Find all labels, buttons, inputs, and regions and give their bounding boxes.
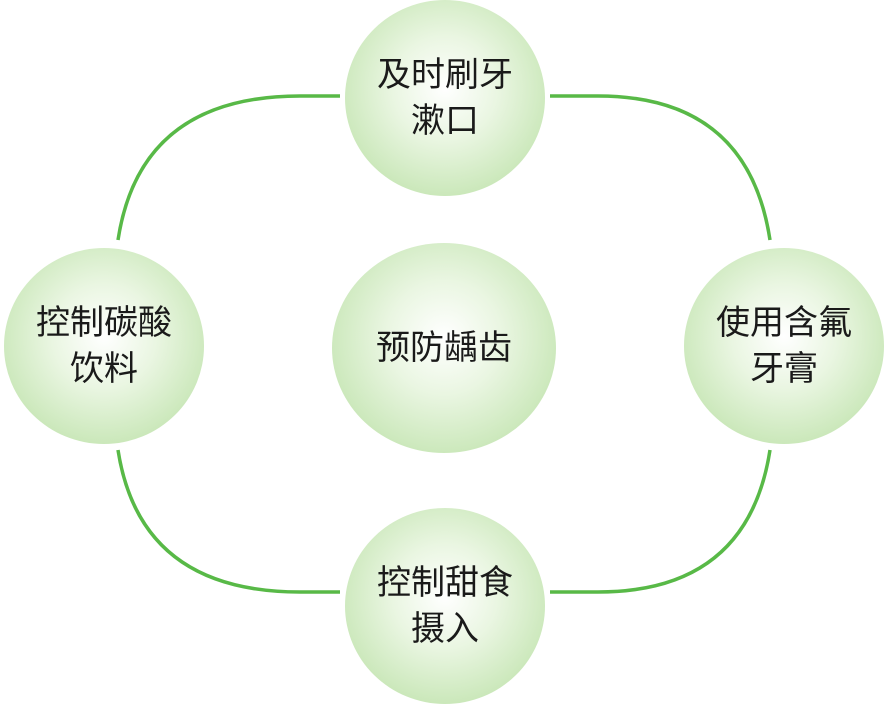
node-fluoride-toothpaste: 使用含氟牙膏: [684, 248, 884, 444]
node-limit-sweets: 控制甜食摄入: [345, 508, 545, 704]
node-fluoride-toothpaste-label: 使用含氟牙膏: [716, 303, 852, 389]
connector-top-right: [550, 94, 772, 241]
node-limit-sweets-label: 控制甜食摄入: [377, 563, 513, 649]
node-brush-teeth: 及时刷牙漱口: [345, 0, 545, 196]
connector-bottom-right: [550, 449, 772, 594]
node-center-prevent-cavities: 预防龋齿: [332, 243, 556, 453]
node-limit-soda-label: 控制碳酸饮料: [36, 303, 172, 389]
node-center-label: 预防龋齿: [376, 328, 512, 368]
connector-top-left: [116, 94, 340, 241]
connector-bottom-left: [116, 449, 340, 594]
node-brush-teeth-label: 及时刷牙漱口: [377, 55, 513, 141]
node-limit-soda: 控制碳酸饮料: [4, 248, 204, 444]
